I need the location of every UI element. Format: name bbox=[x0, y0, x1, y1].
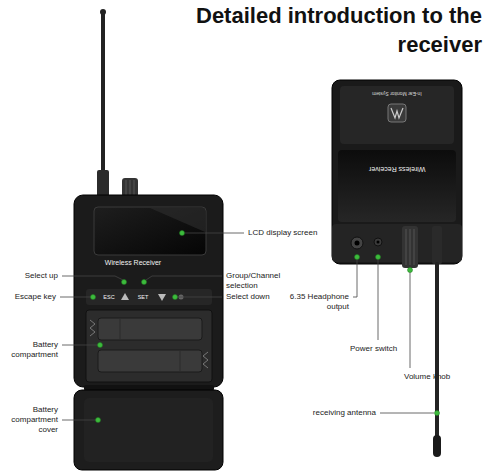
leader-line bbox=[62, 420, 96, 421]
callout-label: Select down bbox=[226, 292, 270, 302]
callout-dot bbox=[91, 295, 96, 300]
leader-line bbox=[62, 276, 123, 280]
button-print: ESC bbox=[103, 294, 114, 301]
antenna-tip bbox=[100, 9, 106, 15]
device-print: Wireless Receiver bbox=[105, 259, 161, 268]
battery-rib bbox=[180, 350, 181, 372]
up-button bbox=[121, 293, 129, 300]
callout-dots bbox=[91, 231, 440, 423]
callout-dot bbox=[408, 268, 413, 273]
callout-label: LCD display screen bbox=[248, 228, 317, 238]
leader-line bbox=[380, 413, 434, 414]
callout-dot bbox=[98, 343, 103, 348]
device-print: In-Ear Monitor System bbox=[372, 91, 422, 97]
receiver-face bbox=[338, 150, 456, 222]
headphone-jack bbox=[351, 237, 363, 249]
logo-badge bbox=[388, 104, 406, 122]
lcd-screen bbox=[94, 207, 206, 255]
battery-spring bbox=[203, 352, 208, 368]
title-heading: Detailed introduction to the receiver bbox=[172, 2, 482, 59]
leader-line bbox=[177, 297, 222, 298]
callout-dot bbox=[355, 255, 360, 260]
antenna bbox=[435, 262, 439, 442]
knob-ridge bbox=[406, 229, 407, 265]
leader-line bbox=[410, 272, 411, 368]
callout-label: Battery compartment bbox=[4, 340, 58, 360]
callout-label: Battery compartment cover bbox=[4, 405, 58, 435]
volume-knob bbox=[122, 178, 138, 197]
leader-line bbox=[185, 233, 244, 234]
leader-line bbox=[353, 259, 357, 297]
down-button bbox=[158, 294, 166, 301]
knob-ridge bbox=[130, 180, 131, 195]
antenna-base bbox=[432, 226, 442, 264]
leader-line bbox=[60, 297, 91, 298]
logo-mark bbox=[391, 108, 403, 118]
battery-cover bbox=[74, 390, 223, 470]
callout-dot bbox=[96, 418, 101, 423]
receiver-body bbox=[332, 80, 462, 264]
knob-ridge bbox=[126, 180, 127, 195]
callout-dot bbox=[435, 411, 440, 416]
callout-dot bbox=[180, 231, 185, 236]
battery-spring bbox=[90, 320, 95, 336]
callout-label: 6.35 Headphone output bbox=[285, 292, 349, 312]
screen-reflection bbox=[150, 208, 205, 232]
leader-lines bbox=[60, 233, 434, 420]
battery bbox=[98, 350, 202, 372]
callout-label: Power switch bbox=[350, 344, 397, 354]
callout-label: Select up bbox=[25, 271, 58, 281]
front-receiver bbox=[74, 9, 223, 470]
callout-label: Volume knob bbox=[404, 372, 450, 382]
leader-line bbox=[146, 276, 222, 280]
leader-line bbox=[62, 345, 98, 346]
callout-label: Group/Channel selection bbox=[226, 271, 288, 291]
battery bbox=[98, 318, 202, 340]
callout-dot bbox=[173, 295, 178, 300]
callout-label: Escape key bbox=[15, 292, 56, 302]
device-print: Wireless Receiver bbox=[369, 164, 425, 173]
belt-clip bbox=[340, 86, 454, 144]
knob-ridge bbox=[134, 180, 135, 195]
antenna bbox=[101, 12, 105, 180]
callout-label: receiving antenna bbox=[313, 408, 376, 418]
antenna-tip bbox=[433, 435, 441, 457]
callout-dot bbox=[376, 255, 381, 260]
callout-dot bbox=[142, 280, 147, 285]
top-receiver bbox=[332, 80, 462, 457]
knob-ridge bbox=[414, 229, 415, 265]
power-switch bbox=[374, 238, 382, 246]
antenna-base bbox=[97, 170, 109, 197]
volume-knob bbox=[402, 226, 418, 268]
battery-compartment bbox=[86, 310, 212, 382]
switch-center bbox=[377, 241, 380, 244]
receiver-body bbox=[74, 195, 223, 387]
top-panel bbox=[332, 224, 462, 262]
battery-rib bbox=[120, 318, 121, 340]
button-print: SET bbox=[138, 294, 149, 301]
leader-line bbox=[378, 259, 379, 340]
callout-dot bbox=[122, 280, 127, 285]
jack-hole bbox=[355, 241, 360, 246]
cover-panel bbox=[84, 398, 213, 462]
knob-ridge bbox=[410, 229, 411, 265]
